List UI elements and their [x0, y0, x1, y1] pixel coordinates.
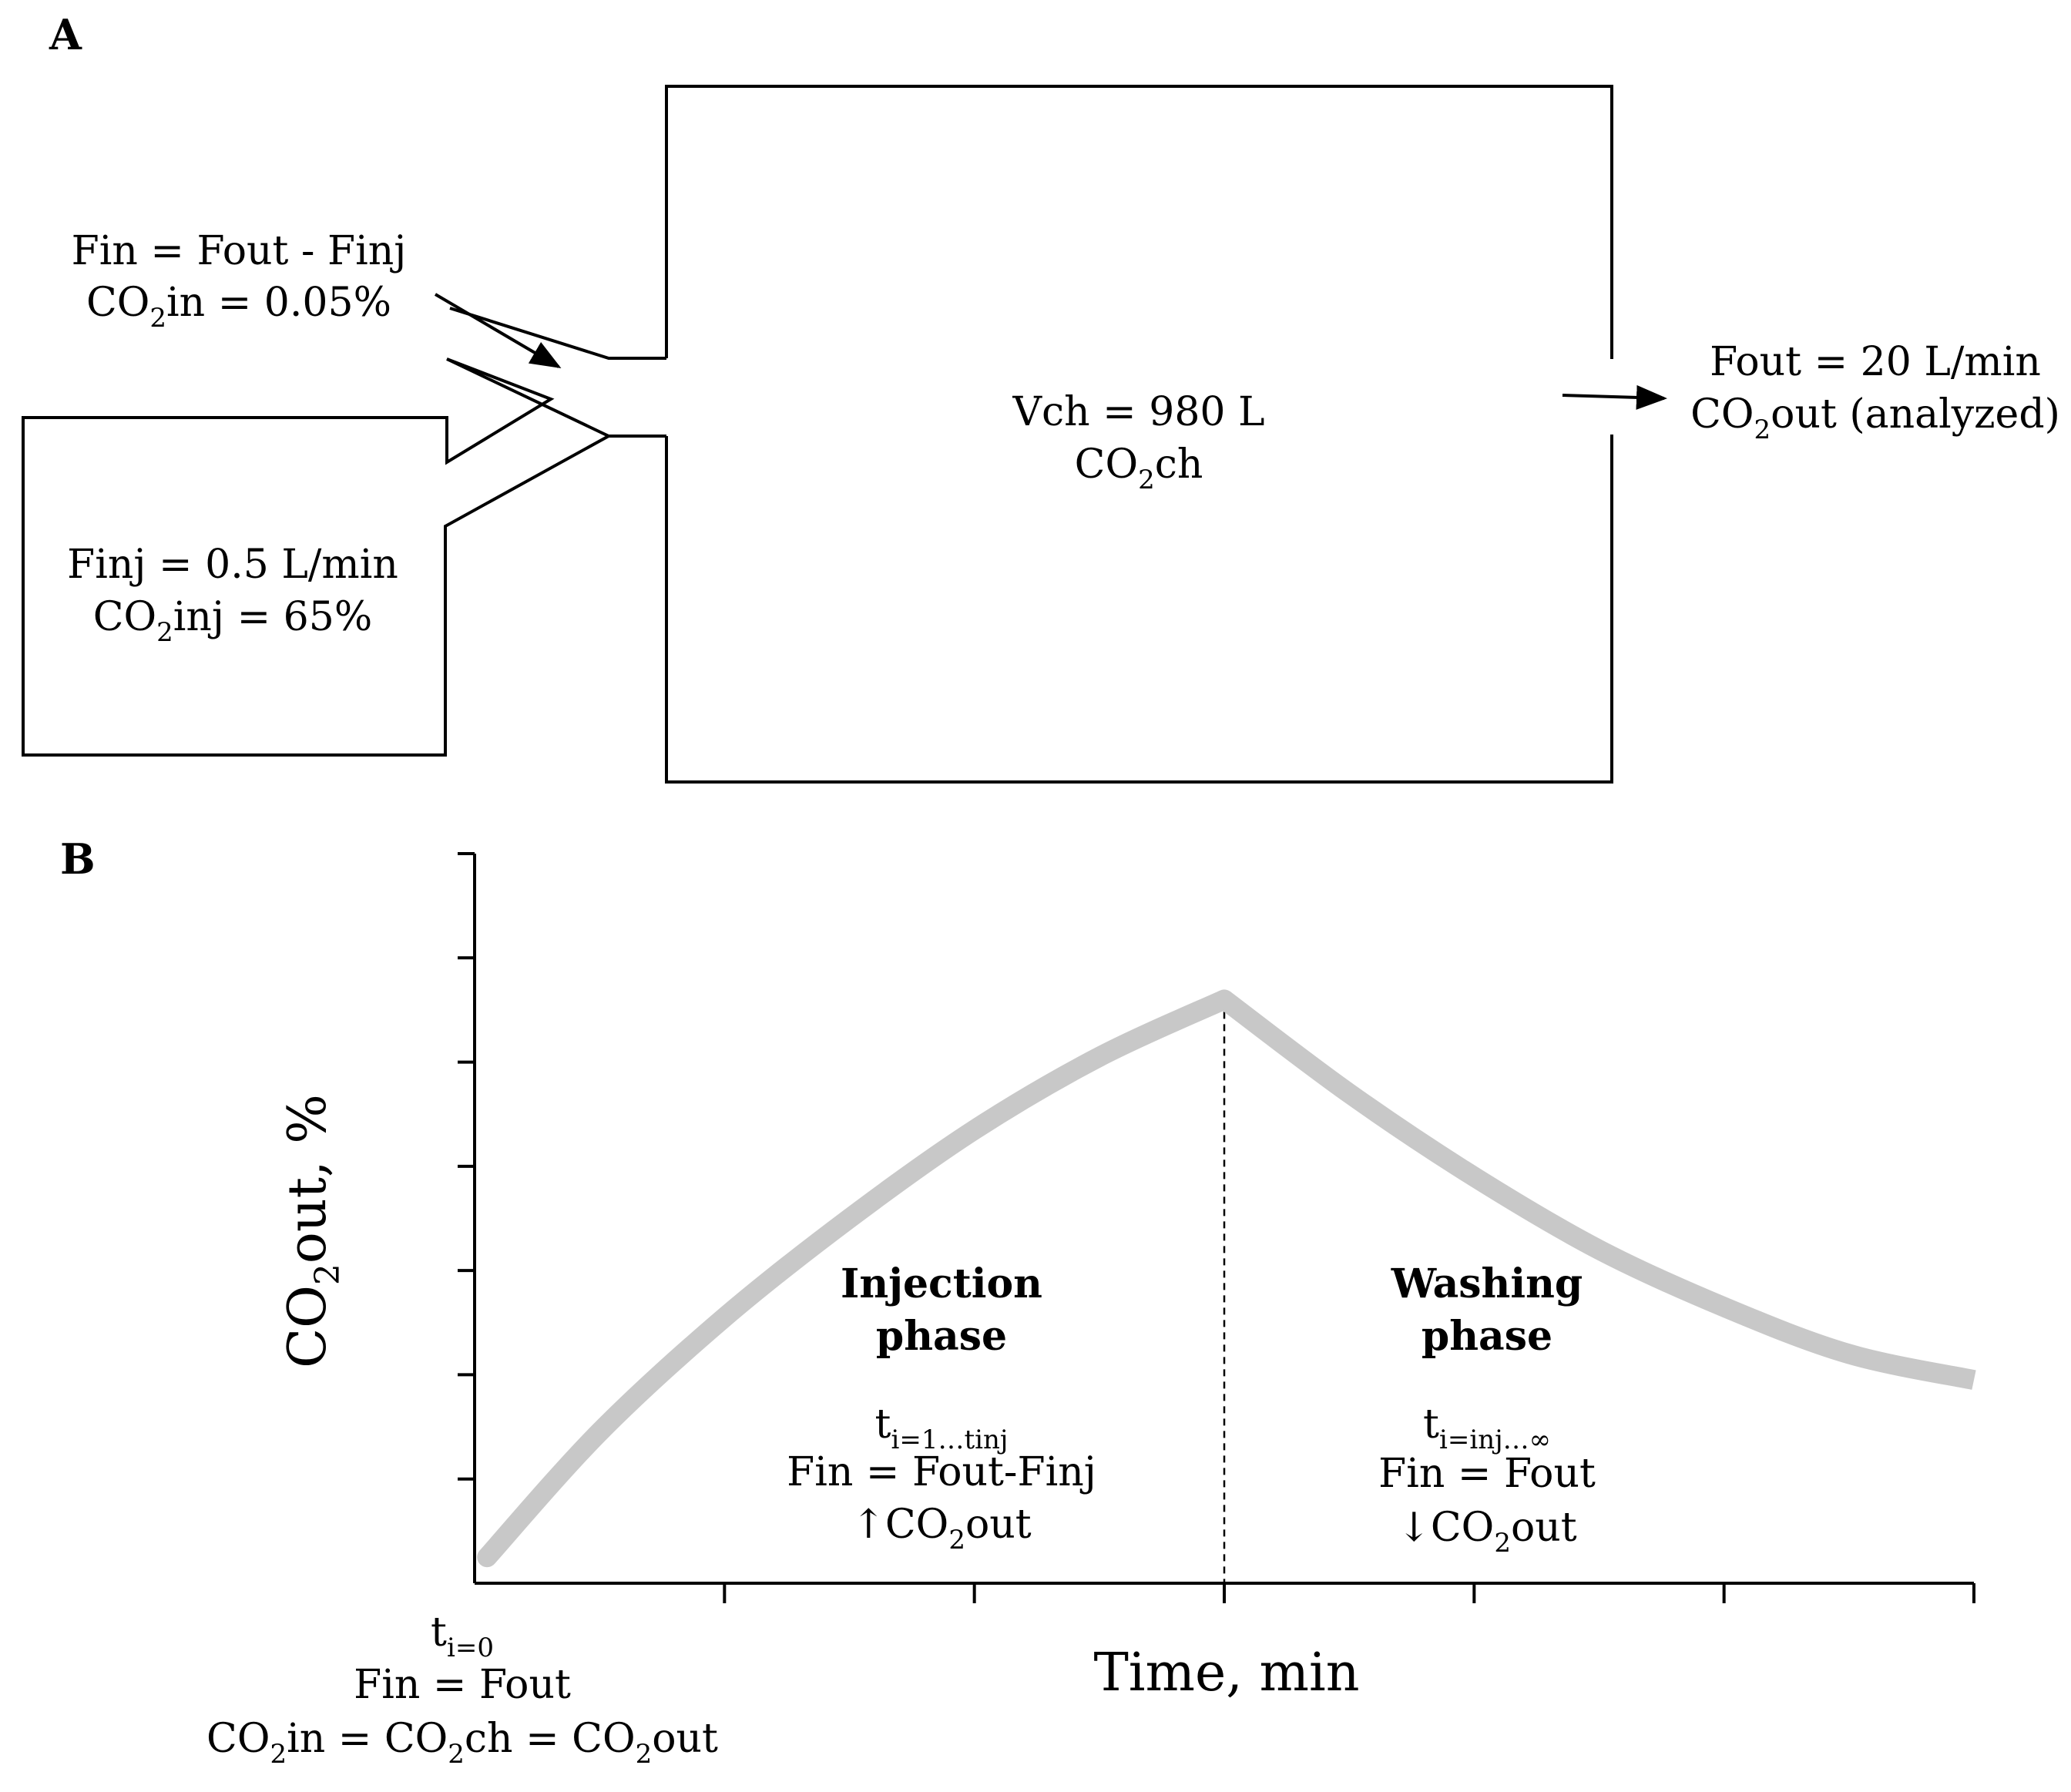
injection-phase-curve: [477, 989, 1234, 1568]
x-axis-label: Time, min: [1093, 1643, 1359, 1703]
start-co2-equality: CO2in = CO2ch = CO2out: [206, 1716, 718, 1770]
chamber-volume-label: Vch = 980 L: [1012, 389, 1264, 435]
washing-phase-annotation: Washing phase ti=inj…∞ Fin = Fout ↓CO2ou…: [1378, 1260, 1596, 1559]
chart-axes: [458, 852, 1975, 1603]
outlet-co2-label: CO2out (analyzed): [1690, 391, 2060, 445]
washing-phase-title: Washing: [1391, 1260, 1583, 1307]
inlet-co2-label: CO2in = 0.05%: [86, 280, 391, 334]
washing-flow-label: Fin = Fout: [1378, 1451, 1596, 1497]
inlet-flow-label: Fin = Fout - Finj: [72, 228, 407, 274]
chamber-box: [665, 85, 1613, 784]
x-axis-ticks: [723, 1583, 1975, 1603]
injection-co2-trend: ↑CO2out: [851, 1502, 1031, 1555]
outlet-flow-arrow: [1562, 384, 1667, 410]
panel-a-label: A: [49, 10, 82, 59]
injection-phase-subtitle: phase: [876, 1313, 1007, 1360]
start-time-index: ti=0: [431, 1609, 494, 1663]
initial-conditions-annotation: ti=0 Fin = Fout CO2in = CO2ch = CO2out: [206, 1609, 718, 1770]
y-axis-ticks: [458, 852, 475, 1481]
injection-phase-title: Injection: [841, 1260, 1042, 1307]
y-axis-label: CO2out, %: [277, 1094, 347, 1368]
injection-time-index: ti=1…tinj: [875, 1401, 1009, 1455]
outlet-flow-label: Fout = 20 L/min: [1710, 339, 2041, 385]
panel-b: B CO2out, % Time, min Injection phase ti…: [60, 834, 1976, 1770]
start-flow-label: Fin = Fout: [354, 1662, 571, 1708]
injector-flow-label: Finj = 0.5 L/min: [67, 542, 398, 588]
chamber-co2-label: CO2ch: [1075, 441, 1203, 495]
washing-time-index: ti=inj…∞: [1423, 1401, 1551, 1455]
panel-a: A Fin = Fout - Finj CO2in = 0.05% Finj =…: [22, 10, 2060, 784]
injector-box: [22, 357, 609, 757]
washing-co2-trend: ↓CO2out: [1397, 1505, 1576, 1559]
washing-phase-subtitle: phase: [1422, 1313, 1552, 1360]
panel-b-label: B: [60, 834, 96, 884]
injector-co2-label: CO2inj = 65%: [93, 594, 373, 648]
inlet-flow-arrow: [434, 293, 562, 369]
injection-flow-label: Fin = Fout-Finj: [787, 1449, 1096, 1495]
washing-phase-curve: [1218, 992, 1976, 1390]
injection-phase-annotation: Injection phase ti=1…tinj Fin = Fout-Fin…: [787, 1260, 1096, 1555]
